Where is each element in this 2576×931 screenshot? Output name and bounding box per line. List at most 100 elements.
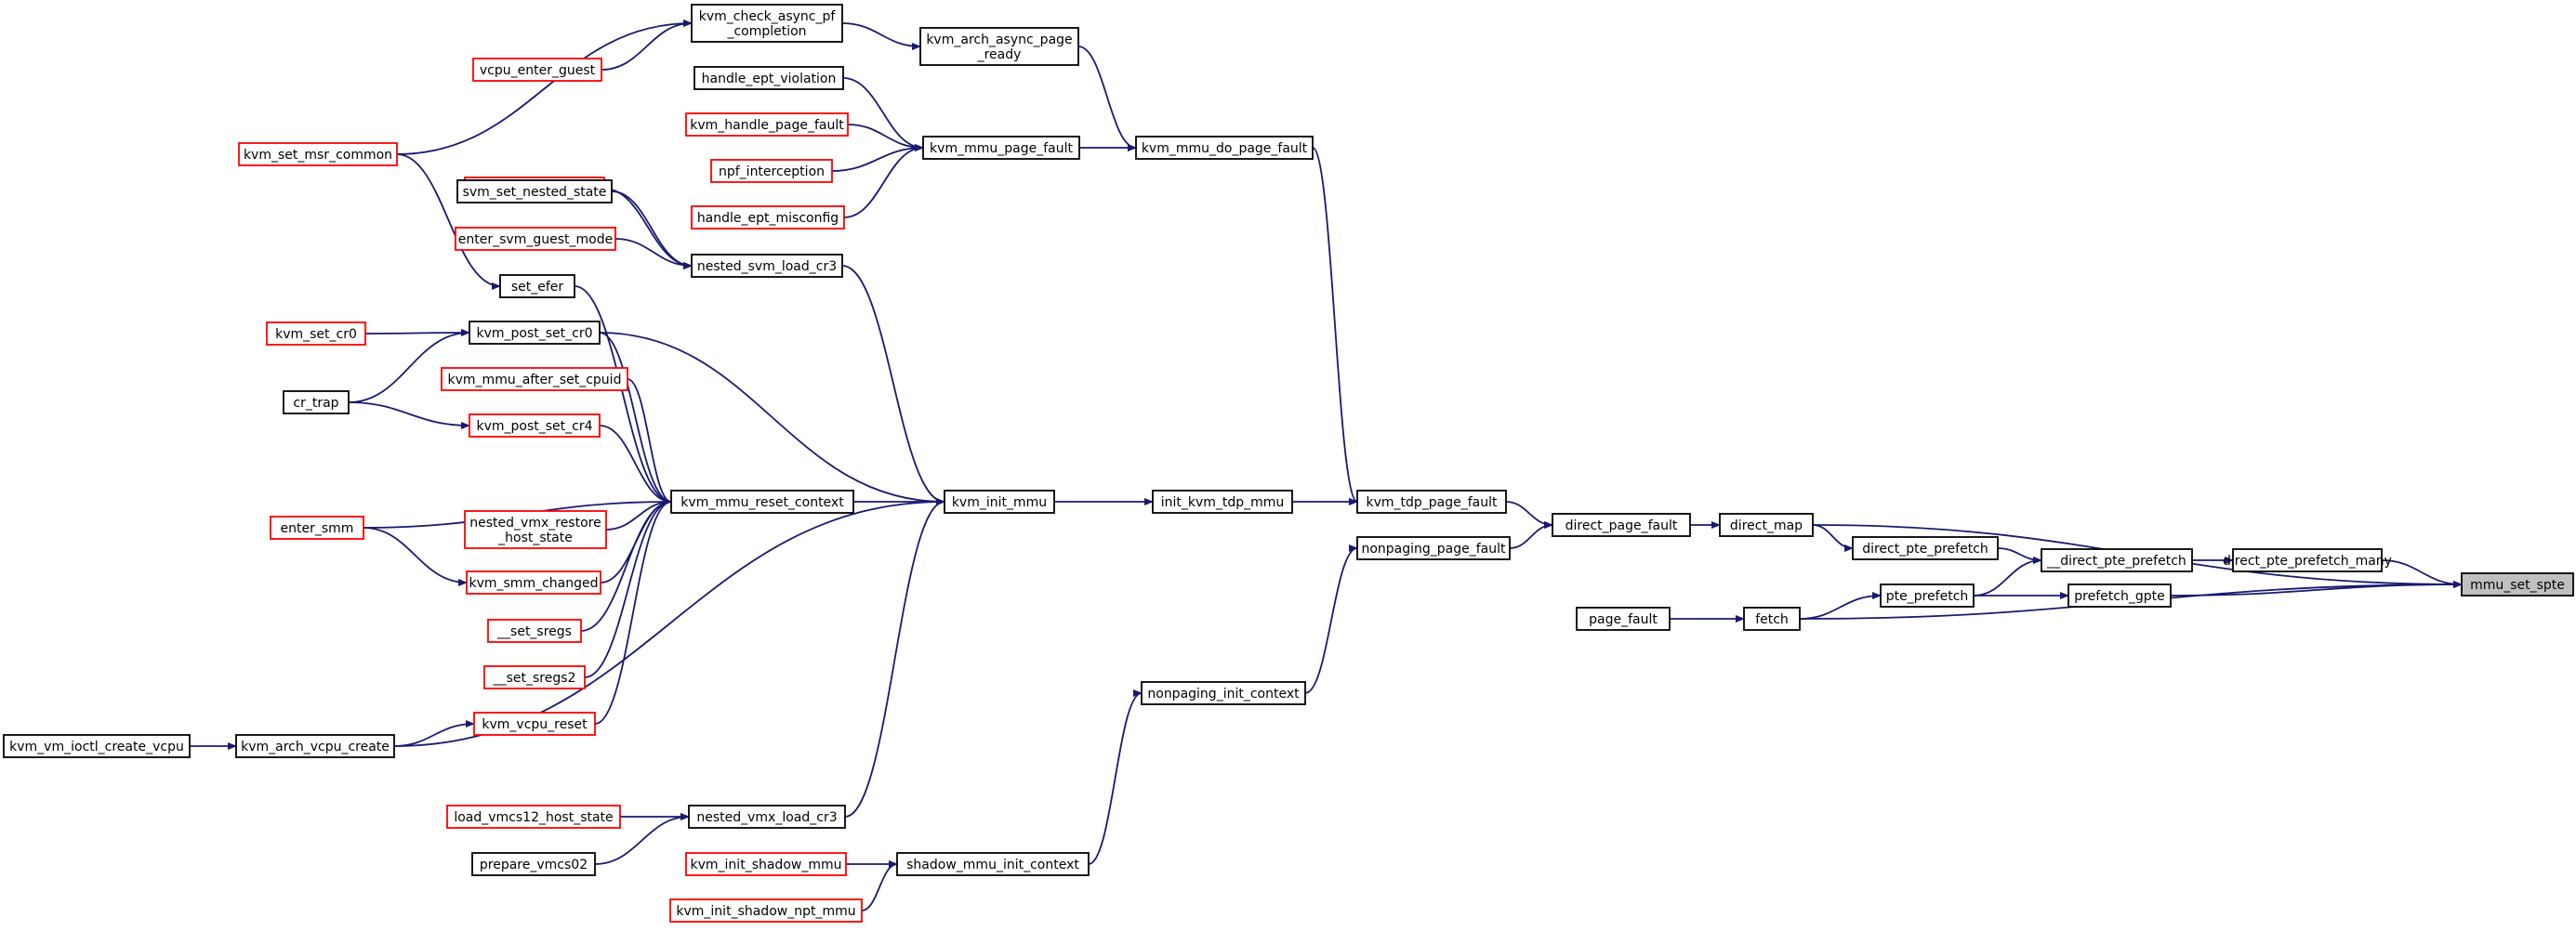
edge-arrow bbox=[627, 378, 672, 505]
edge-kvm-set-msr-common-to-kvm-check-async-pf-completion bbox=[396, 20, 693, 155]
node-nonpaging-page-fault[interactable]: nonpaging_page_fault bbox=[1356, 536, 1511, 560]
node-kvm-vcpu-reset[interactable]: kvm_vcpu_reset bbox=[473, 712, 596, 736]
node-box bbox=[2232, 548, 2383, 572]
node-npf-interception[interactable]: npf_interception bbox=[710, 159, 833, 183]
edge-kvm-handle-page-fault-to-kvm-mmu-page-fault bbox=[847, 124, 924, 151]
node-fetch[interactable]: fetch bbox=[1743, 607, 1801, 631]
node-label: nested_vmx_restore bbox=[469, 516, 601, 531]
node-prepare-vmcs02[interactable]: prepare_vmcs02 bbox=[471, 852, 596, 876]
node-shadow-mmu-init-context[interactable]: shadow_mmu_init_context bbox=[896, 852, 1090, 876]
node-direct-pte-prefetch-many[interactable]: direct_pte_prefetch_many bbox=[2223, 548, 2392, 572]
edge-enter-smm-to-kvm-smm-changed bbox=[363, 527, 468, 586]
node-kvm-init-shadow-npt-mmu[interactable]: kvm_init_shadow_npt_mmu bbox=[669, 898, 863, 923]
node-box bbox=[1141, 681, 1306, 705]
node-label: nonpaging_page_fault bbox=[1361, 542, 1506, 557]
node-kvm-mmu-reset-context[interactable]: kvm_mmu_reset_context bbox=[670, 490, 854, 514]
edge-layer bbox=[190, 20, 2463, 911]
node-set-sregs[interactable]: __set_sregs bbox=[487, 619, 582, 643]
edge-kvm-arch-vcpu-create-to-kvm-vcpu-reset bbox=[393, 720, 475, 747]
node-direct-pte-prefetch[interactable]: direct_pte_prefetch bbox=[1852, 536, 1999, 560]
node-kvm-post-set-cr4[interactable]: kvm_post_set_cr4 bbox=[469, 413, 601, 438]
node-kvm-arch-async-page-ready[interactable]: kvm_arch_async_page_ready bbox=[919, 27, 1079, 66]
edge-arrow bbox=[2381, 559, 2463, 588]
node-kvm-set-cr0[interactable]: kvm_set_cr0 bbox=[266, 321, 366, 346]
node-vcpu-enter-guest[interactable]: vcpu_enter_guest bbox=[472, 58, 602, 82]
node-label: kvm_mmu_reset_context bbox=[680, 495, 844, 510]
node-label: shadow_mmu_init_context bbox=[906, 858, 1079, 872]
node-box bbox=[270, 516, 364, 540]
node-handle-ept-violation[interactable]: handle_ept_violation bbox=[694, 66, 844, 90]
node-kvm-smm-changed[interactable]: kvm_smm_changed bbox=[466, 570, 601, 595]
node-direct-pte-prefetch[interactable]: __direct_pte_prefetch bbox=[2041, 548, 2193, 572]
node-kvm-check-async-pf-completion[interactable]: kvm_check_async_pf_completion bbox=[691, 4, 843, 43]
node-kvm-mmu-after-set-cpuid[interactable]: kvm_mmu_after_set_cpuid bbox=[441, 367, 628, 391]
node-kvm-mmu-do-page-fault[interactable]: kvm_mmu_do_page_fault bbox=[1135, 136, 1314, 160]
edge-nested-vmx-load-cr3-to-kvm-init-mmu bbox=[844, 498, 945, 818]
edge-kvm-arch-async-page-ready-to-kvm-mmu-do-page-fault bbox=[1077, 46, 1137, 151]
edge-arrow bbox=[599, 425, 672, 505]
node-label: vcpu_enter_guest bbox=[480, 63, 596, 78]
edge-handle-ept-violation-to-kvm-mmu-page-fault bbox=[842, 77, 924, 151]
node-label: _host_state bbox=[497, 531, 573, 545]
edge-arrow bbox=[599, 332, 945, 505]
node-box bbox=[469, 321, 601, 345]
node-mmu-set-spte[interactable]: mmu_set_spte bbox=[2461, 572, 2574, 597]
node-label: direct_page_fault bbox=[1565, 518, 1678, 533]
node-enter-smm[interactable]: enter_smm bbox=[270, 516, 364, 540]
node-kvm-set-msr-common[interactable]: kvm_set_msr_common bbox=[238, 142, 398, 166]
node-load-vmcs12-host-state[interactable]: load_vmcs12_host_state bbox=[446, 805, 621, 829]
node-prefetch-gpte[interactable]: prefetch_gpte bbox=[2067, 584, 2172, 608]
node-set-sregs2[interactable]: __set_sregs2 bbox=[483, 665, 586, 689]
node-label: npf_interception bbox=[719, 164, 825, 179]
node-direct-page-fault[interactable]: direct_page_fault bbox=[1552, 513, 1691, 537]
node-direct-map[interactable]: direct_map bbox=[1719, 513, 1814, 537]
node-box bbox=[1743, 607, 1801, 631]
node-svm-set-nested-state[interactable]: svm_set_nested_state bbox=[456, 179, 613, 203]
node-set-efer[interactable]: set_efer bbox=[499, 274, 575, 298]
node-nested-vmx-restore-host-state[interactable]: nested_vmx_restore_host_state bbox=[464, 510, 607, 549]
node-kvm-mmu-page-fault[interactable]: kvm_mmu_page_fault bbox=[922, 136, 1080, 160]
node-box bbox=[1552, 513, 1691, 537]
node-box bbox=[1356, 490, 1507, 514]
edge-arrow bbox=[348, 401, 470, 429]
edge-arrow bbox=[574, 285, 672, 505]
edge-arrow bbox=[393, 720, 475, 747]
node-kvm-arch-vcpu-create[interactable]: kvm_arch_vcpu_create bbox=[235, 734, 395, 758]
node-kvm-post-set-cr0[interactable]: kvm_post_set_cr0 bbox=[469, 321, 601, 345]
node-kvm-handle-page-fault[interactable]: kvm_handle_page_fault bbox=[685, 112, 849, 137]
node-box bbox=[685, 112, 849, 137]
node-nested-vmx-load-cr3[interactable]: nested_vmx_load_cr3 bbox=[688, 805, 846, 829]
edge-handle-ept-misconfig-to-kvm-mmu-page-fault bbox=[843, 144, 924, 218]
node-layer: mmu_set_spte direct_pte_prefetch_many __di… bbox=[3, 4, 2574, 923]
node-pte-prefetch[interactable]: pte_prefetch bbox=[1880, 584, 1975, 608]
node-enter-svm-guest-mode[interactable]: enter_svm_guest_mode bbox=[455, 227, 616, 251]
edge-kvm-set-msr-common-to-set-efer bbox=[396, 153, 501, 290]
edge-prepare-vmcs02-to-nested-vmx-load-cr3 bbox=[594, 813, 690, 865]
edge-vcpu-enter-guest-to-kvm-check-async-pf-completion bbox=[601, 20, 693, 71]
edge-arrow bbox=[1997, 547, 2042, 564]
node-box bbox=[483, 665, 586, 689]
node-label: kvm_handle_page_fault bbox=[690, 118, 844, 133]
edge-arrow bbox=[831, 144, 924, 172]
edge-arrow bbox=[611, 190, 693, 269]
node-label: svm_set_nested_state bbox=[463, 185, 607, 200]
node-nested-svm-load-cr3[interactable]: nested_svm_load_cr3 bbox=[691, 254, 843, 278]
node-box bbox=[473, 712, 596, 736]
node-kvm-vm-ioctl-create-vcpu[interactable]: kvm_vm_ioctl_create_vcpu bbox=[3, 734, 191, 758]
edge-nonpaging-init-context-to-nonpaging-page-fault bbox=[1304, 544, 1358, 694]
edge-arrow bbox=[601, 20, 693, 71]
node-kvm-tdp-page-fault[interactable]: kvm_tdp_page_fault bbox=[1356, 490, 1507, 514]
node-page-fault[interactable]: page_fault bbox=[1576, 607, 1671, 631]
edge-kvm-post-set-cr4-to-kvm-mmu-reset-context bbox=[599, 425, 672, 505]
node-label: prefetch_gpte bbox=[2074, 589, 2164, 604]
node-nonpaging-init-context[interactable]: nonpaging_init_context bbox=[1141, 681, 1306, 705]
node-handle-ept-misconfig[interactable]: handle_ept_misconfig bbox=[691, 205, 845, 229]
node-kvm-init-shadow-mmu[interactable]: kvm_init_shadow_mmu bbox=[685, 852, 847, 876]
node-kvm-init-mmu[interactable]: kvm_init_mmu bbox=[944, 490, 1055, 514]
edge-arrow bbox=[1088, 689, 1143, 865]
node-label: __set_sregs2 bbox=[493, 671, 576, 686]
node-cr-trap[interactable]: cr_trap bbox=[283, 390, 350, 414]
edge-kvm-mmu-after-set-cpuid-to-kvm-mmu-reset-context bbox=[627, 378, 672, 505]
edge-kvm-vcpu-reset-to-kvm-mmu-reset-context bbox=[594, 498, 672, 725]
node-init-kvm-tdp-mmu[interactable]: init_kvm_tdp_mmu bbox=[1152, 490, 1293, 514]
